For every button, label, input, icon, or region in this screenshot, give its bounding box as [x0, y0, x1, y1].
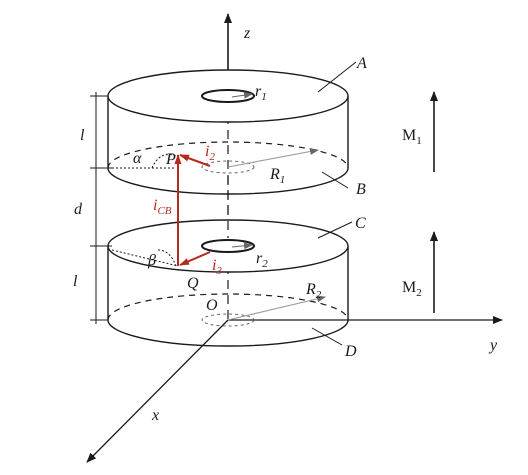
i2-current-arrow [179, 154, 211, 167]
R2-radius [227, 295, 326, 321]
label-Q: Q [187, 275, 199, 292]
label-R2: R2 [305, 281, 322, 301]
label-r1: r1 [255, 83, 267, 103]
currents [174, 154, 211, 266]
leader-lines [311, 61, 357, 346]
label-alpha: α [133, 150, 142, 167]
label-l-bottom: l [73, 273, 78, 290]
label-P: P [165, 151, 176, 168]
label-beta: β [147, 252, 156, 269]
angle-alpha-marker [112, 154, 177, 169]
label-M2: M2 [402, 279, 422, 299]
label-M1: M1 [402, 127, 422, 147]
label-A: A [356, 55, 367, 72]
upper-hole [201, 89, 255, 103]
r1-radius [231, 91, 253, 99]
angle-beta-marker [111, 249, 179, 267]
label-C: C [355, 215, 366, 232]
label-D: D [344, 343, 357, 360]
x-label: x [151, 407, 159, 424]
label-d: d [74, 201, 83, 218]
label-r2: r2 [256, 250, 268, 270]
label-iCB: iCB [153, 197, 172, 217]
origin-label: O [206, 297, 218, 314]
label-i3: i3 [212, 257, 222, 277]
dimension-lines [90, 92, 112, 324]
r2-radius [231, 242, 253, 250]
label-i2: i2 [205, 143, 215, 163]
y-label: y [488, 337, 498, 354]
lower-hole [201, 239, 255, 253]
x-axis [86, 319, 229, 463]
label-l-top: l [80, 127, 85, 144]
label-B: B [356, 181, 366, 198]
R1-radius [227, 148, 319, 168]
z-label: z [243, 25, 251, 42]
i3-current-arrow [179, 251, 211, 266]
lower-disk [107, 219, 349, 347]
label-R1: R1 [269, 166, 285, 186]
